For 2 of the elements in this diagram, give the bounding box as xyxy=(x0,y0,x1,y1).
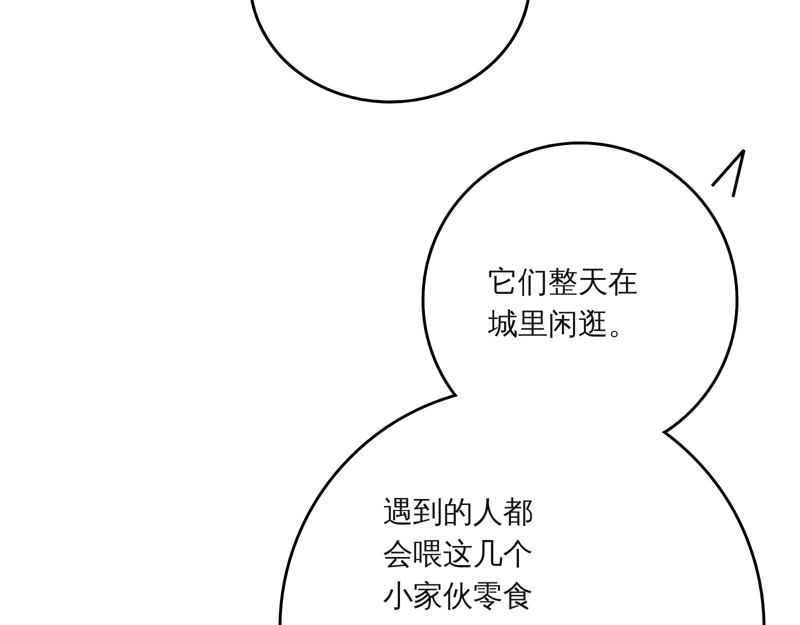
speech-text: 遇到的人都会喂这几个小家伙零食 xyxy=(383,494,534,616)
speech-text: 它们整天在城里闲逛。 xyxy=(488,264,639,344)
